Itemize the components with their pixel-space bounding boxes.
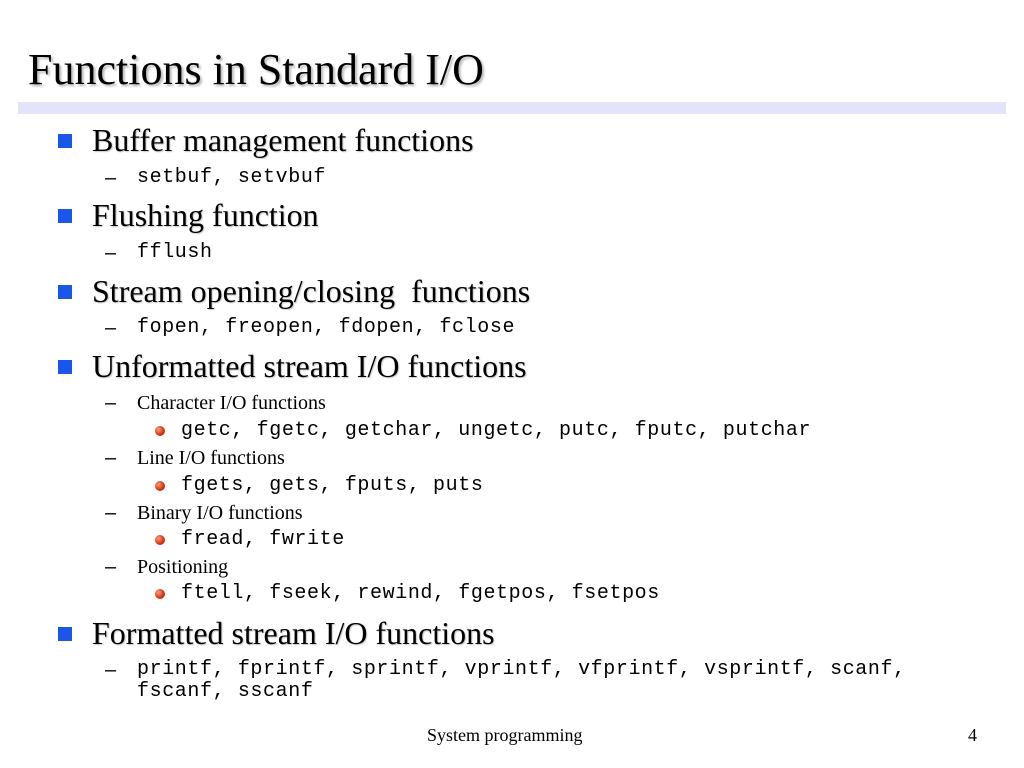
sub-sub-item-binary-functions: fread, fwrite — [155, 528, 345, 551]
sub-item-fflush: – fflush — [105, 241, 213, 265]
dash-bullet-icon: – — [105, 447, 117, 469]
square-bullet-icon — [58, 360, 72, 374]
bullet-heading: Unformatted stream I/O functions — [92, 348, 527, 384]
slide-title: Functions in Standard I/O — [28, 45, 484, 94]
bullet-heading: Flushing function — [92, 197, 319, 233]
bullet-unformatted-io: Unformatted stream I/O functions — [58, 346, 527, 386]
square-bullet-icon — [58, 627, 72, 641]
title-underline-bar — [18, 102, 1006, 114]
function-list: setbuf, setvbuf — [137, 166, 327, 189]
sub-sub-item-line-functions: fgets, gets, fputs, puts — [155, 474, 484, 497]
dash-bullet-icon: – — [105, 502, 117, 524]
sub-heading: Line I/O functions — [137, 447, 285, 469]
ball-bullet-icon — [155, 426, 165, 436]
bullet-heading: Stream opening/closing functions — [92, 273, 531, 309]
sub-item-printf-family: – printf, fprintf, sprintf, vprintf, vfp… — [105, 658, 987, 703]
function-list: ftell, fseek, rewind, fgetpos, fsetpos — [181, 582, 660, 605]
sub-item-character-io: – Character I/O functions — [105, 392, 326, 414]
bullet-flushing: Flushing function — [58, 195, 319, 235]
page-number: 4 — [968, 725, 977, 745]
sub-heading: Positioning — [137, 556, 229, 578]
ball-bullet-icon — [155, 481, 165, 491]
function-list: getc, fgetc, getchar, ungetc, putc, fput… — [181, 419, 812, 442]
bullet-formatted-io: Formatted stream I/O functions — [58, 613, 495, 653]
ball-bullet-icon — [155, 535, 165, 545]
bullet-heading: Formatted stream I/O functions — [92, 615, 495, 651]
dash-bullet-icon: – — [105, 556, 117, 578]
sub-item-setbuf: – setbuf, setvbuf — [105, 166, 327, 190]
sub-item-positioning: – Positioning — [105, 556, 229, 578]
sub-sub-item-positioning-functions: ftell, fseek, rewind, fgetpos, fsetpos — [155, 582, 660, 605]
sub-heading: Character I/O functions — [137, 392, 326, 414]
bullet-stream-open-close: Stream opening/closing functions — [58, 271, 531, 311]
dash-bullet-icon: – — [105, 392, 117, 414]
dash-bullet-icon: – — [105, 317, 117, 339]
ball-bullet-icon — [155, 589, 165, 599]
square-bullet-icon — [58, 134, 72, 148]
function-list: printf, fprintf, sprintf, vprintf, vfpri… — [137, 658, 906, 703]
sub-heading: Binary I/O functions — [137, 502, 303, 524]
sub-item-fopen: – fopen, freopen, fdopen, fclose — [105, 316, 516, 340]
dash-bullet-icon: – — [105, 242, 117, 264]
footer-title: System programming — [427, 725, 583, 745]
function-list: fopen, freopen, fdopen, fclose — [137, 316, 516, 339]
dash-bullet-icon: – — [105, 167, 117, 189]
bullet-buffer-management: Buffer management functions — [58, 120, 474, 160]
function-list: fgets, gets, fputs, puts — [181, 474, 484, 497]
function-list: fread, fwrite — [181, 528, 345, 551]
sub-sub-item-character-functions: getc, fgetc, getchar, ungetc, putc, fput… — [155, 419, 812, 442]
sub-item-line-io: – Line I/O functions — [105, 447, 285, 469]
square-bullet-icon — [58, 285, 72, 299]
square-bullet-icon — [58, 209, 72, 223]
sub-item-binary-io: – Binary I/O functions — [105, 502, 303, 524]
bullet-heading: Buffer management functions — [92, 122, 474, 158]
function-list: fflush — [137, 241, 213, 264]
dash-bullet-icon: – — [105, 659, 117, 681]
